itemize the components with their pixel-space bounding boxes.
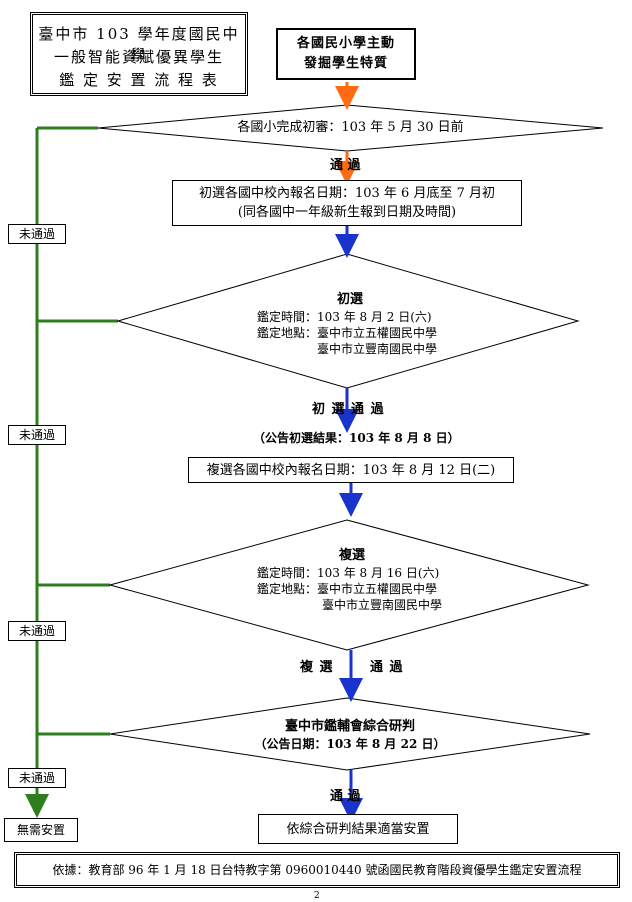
- title-line-3: 鑑 定 安 置 流 程 表: [59, 71, 219, 89]
- pass-label-3: 初 選 通 過: [312, 402, 385, 417]
- pass-label-1: 通 過: [330, 158, 361, 173]
- step5-place-2: 臺中市立豐南國民中學: [322, 598, 443, 612]
- step5-heading: 複選: [339, 548, 366, 563]
- fail-label-box-1: 未通過: [8, 224, 66, 244]
- no-placement-box: 無需安置: [4, 818, 78, 842]
- fail-label-box-4: 未通過: [8, 768, 66, 788]
- start-line-2: 發掘學生特質: [303, 56, 388, 71]
- start-line-1: 各國民小學主動: [296, 36, 395, 51]
- step5-place-1: 鑑定地點：臺中市立五權國民中學: [257, 582, 438, 596]
- final-text: 依綜合研判結果適當安置: [286, 822, 430, 837]
- pass-label-5b: 通 過: [370, 660, 404, 675]
- fail-label-box-2: 未通過: [8, 425, 66, 445]
- step4-box: 複選各國中校內報名日期：103 年 8 月 12 日(二): [188, 457, 514, 483]
- pass-label-5a: 複 選: [300, 660, 334, 675]
- decision-diamond-4: [109, 697, 591, 771]
- step3-time: 鑑定時間：103 年 8 月 2 日(六): [257, 310, 432, 324]
- fail-label-1: 未通過: [18, 227, 55, 241]
- step2-line-1: 初選各國中校內報名日期：103 年 6 月底至 7 月初: [198, 186, 496, 201]
- step3-place-2: 臺中市立豐南國民中學: [317, 342, 438, 356]
- step6-line-1: 臺中市鑑輔會綜合研判: [284, 719, 415, 734]
- fail-label-4: 未通過: [18, 771, 55, 785]
- footer-box: 依據：教育部 96 年 1 月 18 日台特教字第 0960010440 號函國…: [14, 852, 620, 888]
- step4-text: 複選各國中校內報名日期：103 年 8 月 12 日(二): [206, 463, 496, 478]
- fail-label-2: 未通過: [18, 428, 55, 442]
- step5-time: 鑑定時間：103 年 8 月 16 日(六): [257, 566, 440, 580]
- title-box: 臺中市 103 學年度國民中學 一般智能資賦優異學生 鑑 定 安 置 流 程 表: [30, 12, 248, 96]
- step2-box: 初選各國中校內報名日期：103 年 6 月底至 7 月初 (同各國中一年級新生報…: [172, 180, 522, 226]
- page-number: 2: [314, 891, 320, 901]
- step2-line-2: (同各國中一年級新生報到日期及時間): [237, 205, 457, 220]
- start-box: 各國民小學主動 發掘學生特質: [276, 28, 416, 80]
- fail-label-box-3: 未通過: [8, 621, 66, 641]
- decision-diamond-3: [108, 519, 590, 651]
- fail-label-3: 未通過: [18, 624, 55, 638]
- title-line-2: 一般智能資賦優異學生: [53, 48, 224, 66]
- announce-3: （公告初選結果：103 年 8 月 8 日）: [253, 431, 460, 445]
- step3-place-1: 鑑定地點：臺中市立五權國民中學: [257, 326, 438, 340]
- final-box: 依綜合研判結果適當安置: [258, 814, 458, 844]
- title-line-1: 臺中市 103 學年度國民中學: [38, 25, 240, 64]
- step1-text: 各國小完成初審：103 年 5 月 30 日前: [237, 120, 464, 135]
- step3-heading: 初選: [337, 292, 364, 307]
- no-placement-text: 無需安置: [16, 823, 65, 837]
- footer-text: 依據：教育部 96 年 1 月 18 日台特教字第 0960010440 號函國…: [52, 863, 582, 877]
- step6-line-2: （公告日期：103 年 8 月 22 日）: [254, 737, 446, 751]
- pass-label-6: 通 過: [330, 789, 361, 804]
